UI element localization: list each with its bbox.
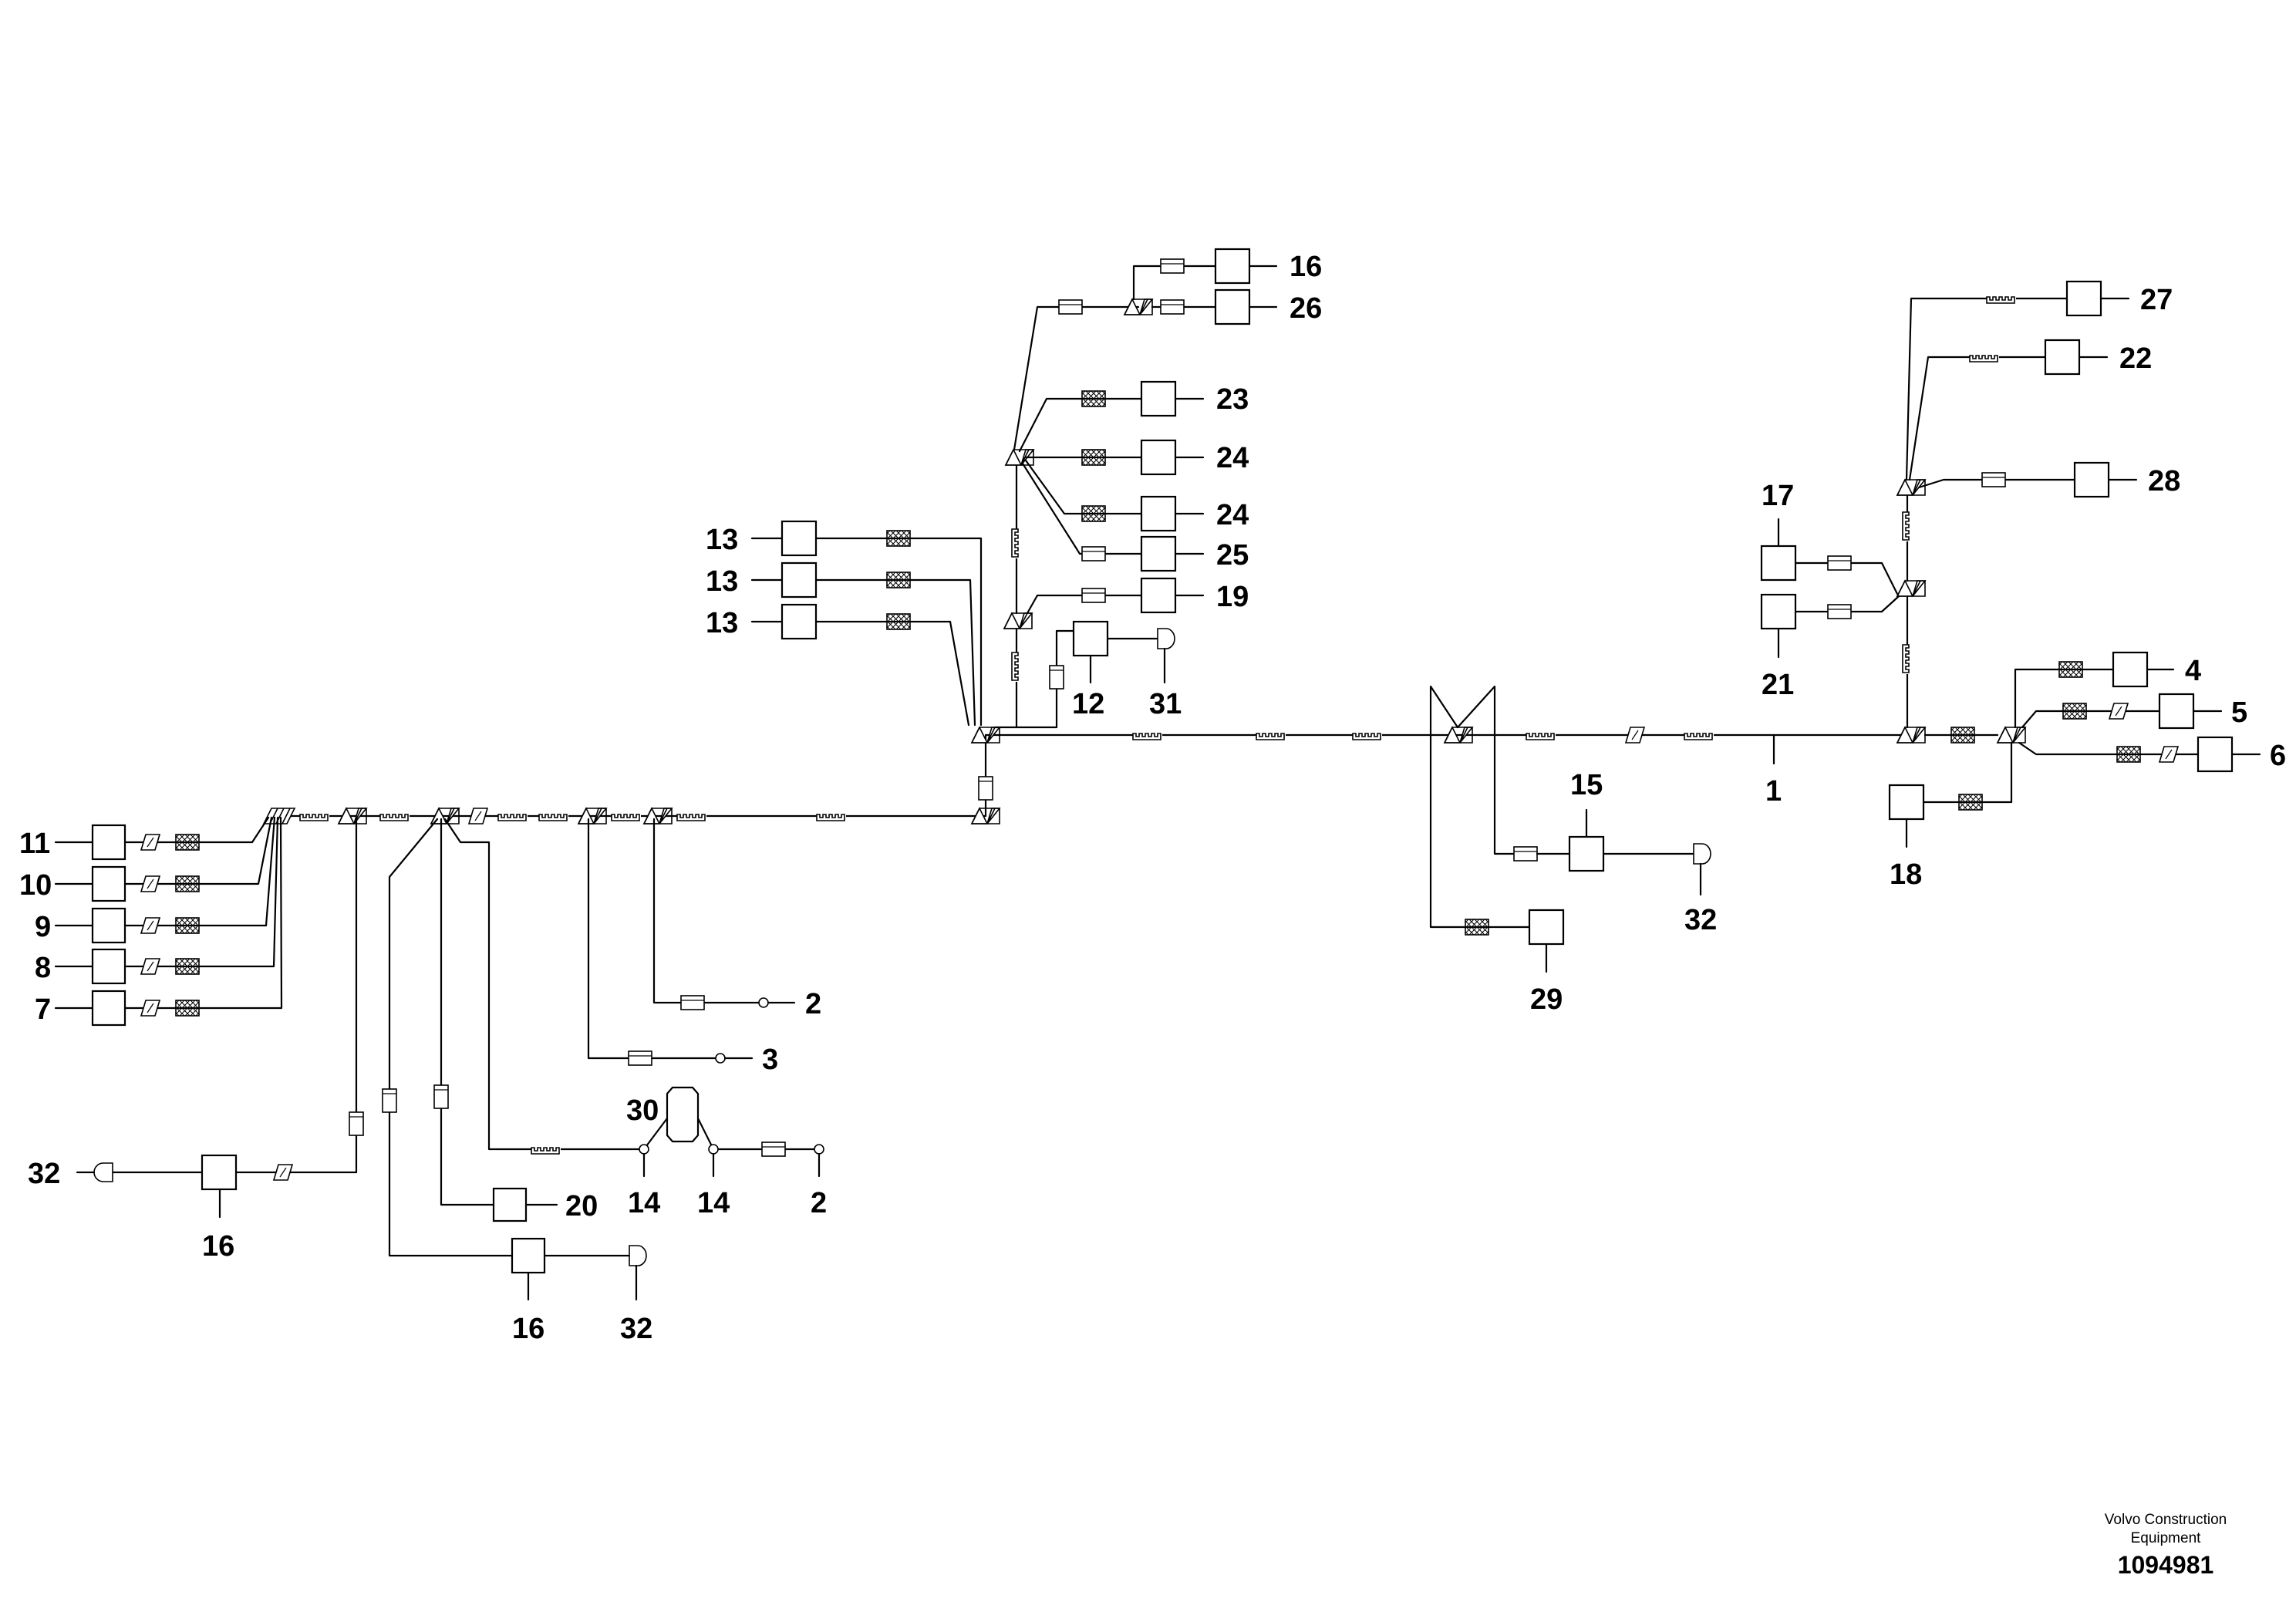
callout-labels: 11 10 9 8 7 13 13 13 16 26 23 24 24 25 1… [19, 251, 2286, 1345]
callout-27: 27 [2140, 284, 2173, 316]
document-number: 1094981 [2118, 1551, 2214, 1579]
callout-17: 17 [1762, 480, 1794, 512]
branch-13 [750, 520, 983, 727]
callout-13-c: 13 [706, 607, 738, 639]
callout-16-top: 16 [1290, 251, 1322, 283]
callout-16-left: 16 [202, 1230, 234, 1263]
callout-2-b: 2 [811, 1187, 827, 1219]
branch-12-31 [993, 620, 1175, 729]
callout-21: 21 [1762, 669, 1794, 701]
left-lower-branches [76, 818, 824, 1301]
callout-9: 9 [35, 911, 51, 943]
middle-junction [1429, 685, 1711, 973]
callout-10: 10 [19, 869, 52, 902]
right-upper-tree [1760, 280, 2138, 729]
right-lower-tree [1888, 651, 2261, 848]
callout-28: 28 [2148, 465, 2180, 497]
callout-24-b: 24 [1216, 499, 1249, 531]
upper-center-tree [1003, 248, 1278, 729]
callout-25: 25 [1216, 539, 1249, 572]
callout-32-bottom: 32 [620, 1313, 652, 1345]
callout-18: 18 [1890, 858, 1922, 891]
callout-12: 12 [1072, 688, 1104, 720]
callout-8: 8 [35, 952, 51, 984]
callout-5: 5 [2231, 696, 2247, 729]
brand-line-2: Equipment [2131, 1530, 2202, 1546]
callout-1: 1 [1765, 775, 1782, 808]
callout-29: 29 [1530, 983, 1563, 1016]
callout-11: 11 [19, 828, 50, 860]
callout-32-mid: 32 [1684, 904, 1717, 936]
callout-4: 4 [2185, 655, 2201, 687]
callout-2-a: 2 [805, 988, 821, 1020]
callout-26: 26 [1290, 292, 1322, 325]
left-sensor-branch [64, 816, 283, 1027]
callout-24-a: 24 [1216, 442, 1249, 474]
callout-7: 7 [35, 993, 51, 1026]
callout-6: 6 [2270, 740, 2286, 772]
callout-22: 22 [2119, 342, 2152, 375]
footer-brand: Volvo Construction Equipment 1094981 [2105, 1512, 2227, 1579]
callout-14-a: 14 [628, 1187, 660, 1219]
callout-30: 30 [626, 1094, 659, 1127]
main-trunk [262, 727, 1907, 824]
callout-19: 19 [1216, 581, 1249, 613]
callout-15: 15 [1570, 769, 1603, 801]
callout-32-left: 32 [28, 1158, 60, 1190]
callout-20: 20 [565, 1190, 598, 1222]
callout-13-b: 13 [706, 565, 738, 598]
callout-13-a: 13 [706, 524, 738, 556]
callout-16-bottom: 16 [512, 1313, 544, 1345]
callout-3: 3 [762, 1044, 778, 1076]
callout-14-b: 14 [697, 1187, 730, 1219]
brand-line-1: Volvo Construction [2105, 1512, 2227, 1528]
callout-31: 31 [1149, 688, 1182, 720]
callout-23: 23 [1216, 383, 1249, 416]
